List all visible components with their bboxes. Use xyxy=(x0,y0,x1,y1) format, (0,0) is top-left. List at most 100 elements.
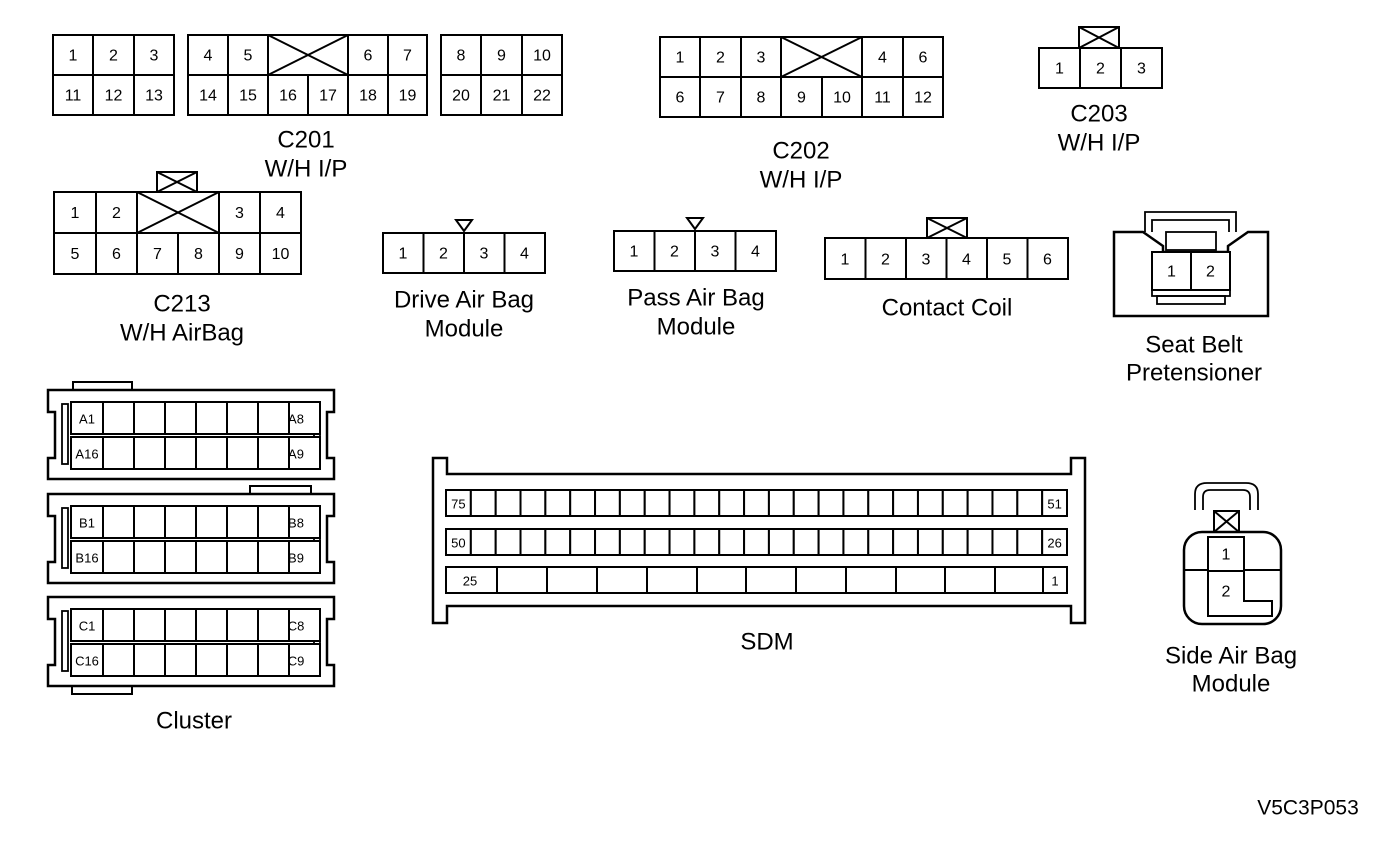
pin-cell xyxy=(718,528,746,556)
pin-cell xyxy=(734,230,777,272)
pin-cell xyxy=(259,232,302,275)
pin-label: 6 xyxy=(112,246,121,263)
pin-cell xyxy=(164,540,197,574)
pin-label: 9 xyxy=(797,90,806,107)
pin-cell xyxy=(792,489,820,517)
pin-cell xyxy=(966,528,994,556)
pin-cell xyxy=(519,489,547,517)
pin-cell xyxy=(70,608,104,642)
pin-cell xyxy=(288,505,321,539)
pin-cell xyxy=(177,232,220,275)
pin-cell xyxy=(696,566,747,594)
caption-line: C201 xyxy=(277,127,334,154)
pin-cell xyxy=(469,489,497,517)
pin-cell xyxy=(195,436,228,470)
side-rib xyxy=(61,507,69,569)
pin-label: 10 xyxy=(272,246,290,263)
pin-cell xyxy=(257,436,290,470)
pin-cell xyxy=(521,74,563,116)
pin-cell xyxy=(288,608,321,642)
pin-cell xyxy=(102,643,135,677)
latch-mark xyxy=(156,171,198,193)
pin-label: 11 xyxy=(874,90,891,107)
pin-cell xyxy=(257,540,290,574)
pin-cell xyxy=(817,489,845,517)
caption-line: Drive Air Bag xyxy=(394,287,534,314)
pin-label: 2 xyxy=(112,205,121,222)
cluster-caption: Cluster xyxy=(156,708,232,735)
pin-label: 5 xyxy=(1003,252,1012,269)
keyed-cavity-cross xyxy=(267,34,349,76)
pin-label: 19 xyxy=(399,88,417,105)
pin-label: 5 xyxy=(244,48,253,65)
pin-cell xyxy=(1207,536,1245,572)
cross-line xyxy=(267,34,349,76)
pin-label: 75 xyxy=(451,497,465,512)
pin-label: 16 xyxy=(279,88,297,105)
side-rib xyxy=(61,403,69,465)
pin-label: 18 xyxy=(359,88,377,105)
pin-cell xyxy=(226,608,259,642)
pin-cell xyxy=(646,566,698,594)
pin-cell xyxy=(618,528,646,556)
latch-arch xyxy=(1151,219,1230,232)
pin-label: 2 xyxy=(881,252,890,269)
pin-cell xyxy=(594,528,621,556)
pin-cell xyxy=(307,74,349,116)
pin-label: 3 xyxy=(922,252,931,269)
pin-cell xyxy=(503,232,546,274)
pin-cell xyxy=(767,528,795,556)
pin-label: 8 xyxy=(757,90,766,107)
pin-cell xyxy=(496,566,548,594)
pin-cell xyxy=(195,505,228,539)
pin-cell xyxy=(892,489,919,517)
pin-cell xyxy=(867,528,895,556)
pin-cell xyxy=(463,232,506,274)
latch-mark xyxy=(1078,26,1120,49)
pin-label: A16 xyxy=(75,447,98,462)
pin-cell xyxy=(693,528,721,556)
pin-label: 7 xyxy=(153,246,162,263)
pin-cell xyxy=(544,528,572,556)
pin-cell xyxy=(195,401,228,435)
pin-label: 7 xyxy=(403,48,412,65)
pin-label: C1 xyxy=(79,619,96,634)
pin-label: C8 xyxy=(288,619,305,634)
pin-cell xyxy=(821,76,863,118)
caption-line: Cluster xyxy=(156,708,232,735)
pin-cell xyxy=(699,76,742,118)
latch-hood xyxy=(1194,482,1259,510)
pin-label: B1 xyxy=(79,516,95,531)
pin-cell xyxy=(133,401,166,435)
pin-cell xyxy=(991,528,1019,556)
pin-label: 1 xyxy=(1051,574,1058,589)
pin-cell xyxy=(892,528,919,556)
caption-line: W/H I/P xyxy=(1058,130,1141,157)
pin-cell xyxy=(226,401,259,435)
pin-cell xyxy=(1190,251,1231,291)
pin-cell xyxy=(288,643,321,677)
pin-label: 13 xyxy=(145,88,163,105)
pin-label: 3 xyxy=(480,246,489,263)
pin-label: 1 xyxy=(676,50,685,67)
pin-label: A9 xyxy=(288,447,304,462)
caption-line: Module xyxy=(657,314,736,341)
pin-label: 9 xyxy=(235,246,244,263)
pin-cell xyxy=(288,401,321,435)
pin-cell xyxy=(133,608,166,642)
side-rib xyxy=(61,610,69,672)
pin-label: 2 xyxy=(1206,264,1215,281)
pin-label: 4 xyxy=(878,50,887,67)
pin-cell xyxy=(693,489,721,517)
